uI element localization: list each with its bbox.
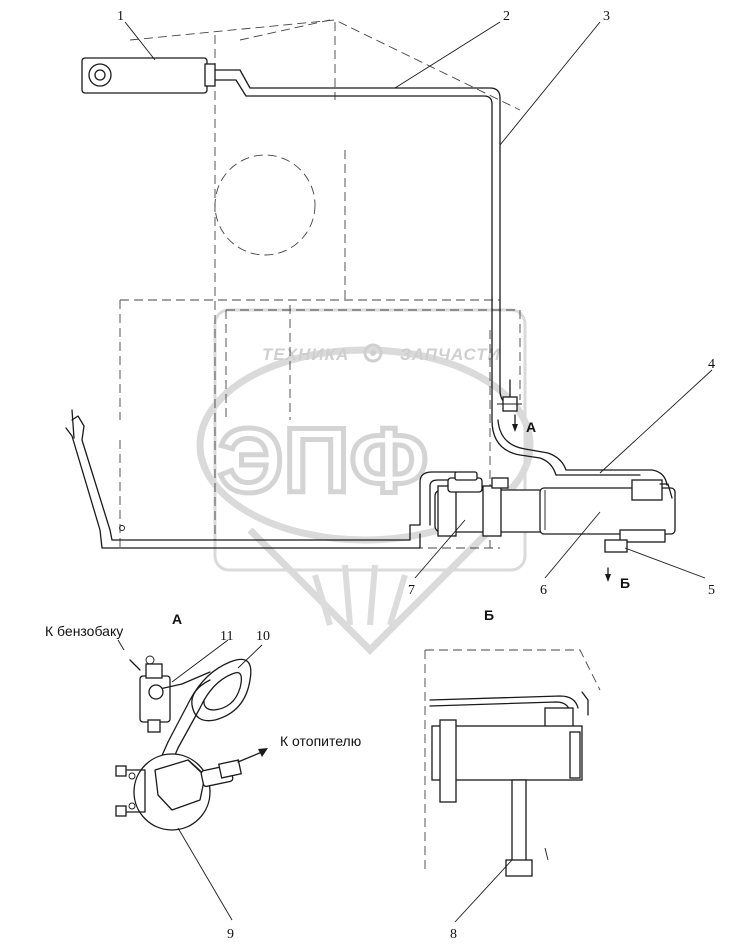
leader-10 <box>237 644 263 669</box>
callout-2: 2 <box>503 9 510 24</box>
callout-11: 11 <box>220 629 233 644</box>
leader-2 <box>394 21 501 89</box>
fuel-line-pair <box>214 69 668 486</box>
leader-5 <box>624 547 706 579</box>
watermark-brand-right: ЗАПЧАСТИ <box>400 345 501 364</box>
note-to-heater: К отопителю <box>280 733 361 749</box>
callout-6: 6 <box>540 583 547 598</box>
callout-4: 4 <box>708 357 715 372</box>
leader-1 <box>124 21 156 61</box>
view-a-detail: А К бензобаку К отопителю <box>45 611 361 831</box>
view-b-title: Б <box>484 607 494 623</box>
note-to-fuel-tank: К бензобаку <box>45 623 123 639</box>
watermark-gear-icon <box>363 343 383 363</box>
view-b-marker-label: Б <box>620 575 630 591</box>
callout-7: 7 <box>408 583 415 598</box>
item-1-valve-block <box>81 57 216 94</box>
item-10-coil-pipe <box>167 658 252 743</box>
watermark-wheat-icon <box>312 564 408 626</box>
item-8-drain-tube <box>511 779 527 863</box>
callout-1: 1 <box>117 9 124 24</box>
view-b-detail: Б <box>424 607 601 877</box>
leader-6 <box>544 511 601 579</box>
leader-9 <box>177 827 233 921</box>
view-b-marker: Б <box>605 567 630 591</box>
item-9-filter <box>133 753 211 831</box>
view-a-marker-label: А <box>526 419 536 435</box>
item-5-drain <box>604 539 628 553</box>
outlet-pipe <box>65 409 457 549</box>
leader-lines <box>124 21 713 923</box>
callout-5: 5 <box>708 583 715 598</box>
watermark-brand-left: ТЕХНИКА <box>262 345 349 364</box>
callout-3: 3 <box>603 9 610 24</box>
view-b-heater-body <box>431 725 583 781</box>
leader-3 <box>499 21 601 146</box>
view-a-marker: А <box>512 414 536 435</box>
callout-8: 8 <box>450 927 457 942</box>
item-6-heater <box>539 479 676 543</box>
callout-10: 10 <box>256 629 270 644</box>
watermark-logo: ЭПФ <box>218 410 428 512</box>
hatch-circle <box>214 154 316 256</box>
leader-7 <box>414 519 466 579</box>
view-a-title: А <box>172 611 182 627</box>
leader-4 <box>599 369 713 474</box>
callout-9: 9 <box>227 927 234 942</box>
leader-11 <box>171 639 229 683</box>
item-7-fuel-pump <box>434 471 546 537</box>
leader-8 <box>454 859 513 923</box>
callout-numbers: 1 2 3 4 5 6 7 8 9 10 11 <box>117 9 715 942</box>
